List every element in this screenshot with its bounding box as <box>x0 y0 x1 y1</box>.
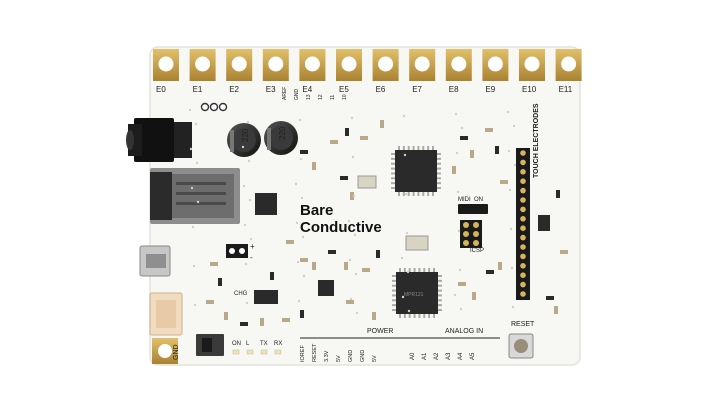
midi-label: MIDI <box>458 197 471 203</box>
power-pin-label: 5V <box>336 355 342 362</box>
electrode-pad <box>153 49 179 81</box>
power-switch[interactable] <box>196 334 224 356</box>
on-label: ON <box>474 197 483 203</box>
led-label: TX <box>260 341 268 347</box>
icsp-label: ICSP <box>470 248 484 254</box>
capacitor-left: 220 <box>227 123 261 157</box>
analog-pin-label: A1 <box>422 352 428 360</box>
header-pin-label: GND <box>294 89 300 101</box>
svg-text:MPR121: MPR121 <box>404 292 424 298</box>
micro-usb-port <box>139 245 171 277</box>
electrode-pad <box>299 49 326 81</box>
secondary-chip: MPR121 <box>392 268 442 318</box>
electrode-label: E2 <box>229 85 239 94</box>
midi-switch[interactable] <box>458 204 488 214</box>
touch-electrodes-title: TOUCH ELECTRODES <box>533 103 540 178</box>
electrode-label: E0 <box>156 85 166 94</box>
regulator-chip <box>254 290 278 304</box>
smd-components <box>188 108 568 326</box>
touch-electrode-header <box>516 148 530 300</box>
small-chip-b <box>318 280 334 296</box>
reset-label: RESET <box>511 321 535 328</box>
electrode-pad <box>262 49 289 81</box>
electrode-pad <box>445 49 472 81</box>
electrode-pad <box>409 49 436 81</box>
led-label: RX <box>274 341 282 347</box>
electrode-pads <box>153 49 582 81</box>
header-pin-label: 11 <box>330 95 336 100</box>
led-label: ON <box>232 341 241 347</box>
electrode-label: E7 <box>412 85 422 94</box>
electrode-label: E8 <box>449 85 459 94</box>
electrode-label: E5 <box>339 85 349 94</box>
svg-text:220: 220 <box>278 126 287 140</box>
electrode-labels: E0 E1 E2 E3 E4 E5 E6 E7 E8 E9 E10 E11 <box>156 85 573 94</box>
power-pin-label: 5V <box>372 355 378 362</box>
chg-label: CHG <box>234 291 248 297</box>
aref-pins <box>200 102 228 112</box>
crystal-b <box>405 235 429 251</box>
electrode-pad <box>555 49 582 81</box>
right-small-chip <box>538 215 550 231</box>
power-pin-label: GND <box>348 350 354 362</box>
crystal-a <box>357 175 377 189</box>
svg-text:+: + <box>250 242 255 251</box>
analog-pin-label: A0 <box>410 352 416 360</box>
electrode-label: E11 <box>559 85 573 94</box>
audio-jack <box>126 118 192 162</box>
analog-title: ANALOG IN <box>445 328 483 335</box>
electrode-pad <box>482 49 509 81</box>
power-pin-label: GND <box>360 350 366 362</box>
analog-pin-label: A5 <box>470 352 476 360</box>
gnd-label: GND <box>173 344 180 360</box>
power-title: POWER <box>367 328 393 335</box>
electrode-label: E6 <box>376 85 386 94</box>
icsp-header <box>460 220 482 248</box>
analog-pin-label: A3 <box>446 352 452 360</box>
analog-pin-label: A4 <box>458 352 464 360</box>
electrode-pad <box>226 49 253 81</box>
bottom-header-labels: IOREF RESET 3.3V 5V GND GND 5V A0 A1 A2 A3 A4 A5 <box>300 337 500 362</box>
brand-line2: Conductive <box>300 219 382 236</box>
electrode-label: E1 <box>193 85 203 94</box>
header-pin-label: 12 <box>318 94 324 100</box>
capacitor-right: 220 <box>264 121 298 155</box>
electrode-label: E4 <box>302 85 312 94</box>
svg-text:-: - <box>250 253 253 262</box>
electrode-label: E9 <box>485 85 495 94</box>
electrode-pad <box>336 49 362 81</box>
battery-connector <box>149 292 183 336</box>
power-pin-label: RESET <box>312 343 318 362</box>
electrode-label: E3 <box>266 85 276 94</box>
power-pin-label: IOREF <box>300 345 306 362</box>
top-header-labels: AREF GND 13 12 11 10 <box>282 87 348 100</box>
header-pin-label: 13 <box>306 94 312 100</box>
led-label: L <box>246 341 250 347</box>
sd-card-slot <box>150 168 240 224</box>
power-pin-label: 3.3V <box>324 350 330 362</box>
electrode-label: E10 <box>522 85 537 94</box>
brand-line1: Bare <box>300 202 333 219</box>
small-chip-a <box>255 193 277 215</box>
header-pin-label: AREF <box>282 87 288 100</box>
header-pin-label: 10 <box>342 94 348 100</box>
electrode-pad <box>372 49 399 81</box>
electrode-pad <box>189 49 216 81</box>
svg-text:220: 220 <box>241 128 250 142</box>
reset-button[interactable] <box>508 333 534 359</box>
electrode-pad <box>519 49 545 81</box>
battery-pins: + - <box>226 242 255 262</box>
status-led-labels: ON L TX RX <box>232 341 282 355</box>
analog-pin-label: A2 <box>434 352 440 360</box>
main-mcu-chip <box>391 146 441 196</box>
